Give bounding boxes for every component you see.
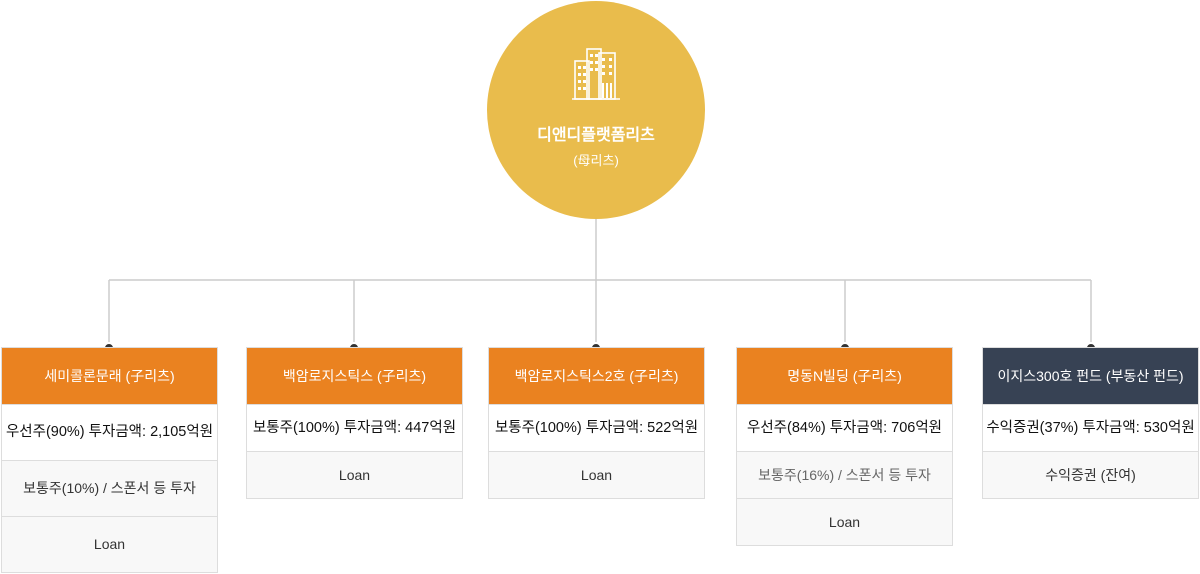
parent-name: 디앤디플랫폼리츠 xyxy=(537,127,655,144)
card-row: 보통주(10%) / 스폰서 등 투자 xyxy=(2,460,217,516)
card-row: 수익증권 (잔여) xyxy=(983,451,1198,498)
card-row: 수익증권(37%) 투자금액: 530억원 xyxy=(983,404,1198,451)
child-card-baekam-logistics: 백암로지스틱스 (子리츠) 보통주(100%) 투자금액: 447억원 Loan xyxy=(246,347,463,499)
child-card-igis-300-fund: 이지스300호 펀드 (부동산 펀드) 수익증권(37%) 투자금액: 530억… xyxy=(982,347,1199,499)
card-row: 보통주(100%) 투자금액: 522억원 xyxy=(489,404,704,451)
card-row: Loan xyxy=(737,498,952,545)
card-row: 우선주(84%) 투자금액: 706억원 xyxy=(737,404,952,451)
parent-sub: (母리츠) xyxy=(573,153,619,168)
child-card-semicolon-mullae: 세미콜론문래 (子리츠) 우선주(90%) 투자금액: 2,105억원 보통주(… xyxy=(1,347,218,573)
card-row: 보통주(16%) / 스폰서 등 투자 xyxy=(737,451,952,498)
building-icon xyxy=(572,48,620,100)
parent-reit-node: 디앤디플랫폼리츠 (母리츠) xyxy=(487,1,705,219)
card-title: 세미콜론문래 (子리츠) xyxy=(2,348,217,404)
child-card-baekam-logistics-2: 백암로지스틱스2호 (子리츠) 보통주(100%) 투자금액: 522억원 Lo… xyxy=(488,347,705,499)
card-row: Loan xyxy=(489,451,704,498)
card-title: 이지스300호 펀드 (부동산 펀드) xyxy=(983,348,1198,404)
card-title: 명동N빌딩 (子리츠) xyxy=(737,348,952,404)
card-title: 백암로지스틱스2호 (子리츠) xyxy=(489,348,704,404)
card-row: 우선주(90%) 투자금액: 2,105억원 xyxy=(2,404,217,460)
card-title: 백암로지스틱스 (子리츠) xyxy=(247,348,462,404)
card-row: 보통주(100%) 투자금액: 447억원 xyxy=(247,404,462,451)
card-row: Loan xyxy=(2,516,217,572)
child-card-myeongdong-n-building: 명동N빌딩 (子리츠) 우선주(84%) 투자금액: 706억원 보통주(16%… xyxy=(736,347,953,546)
card-row: Loan xyxy=(247,451,462,498)
